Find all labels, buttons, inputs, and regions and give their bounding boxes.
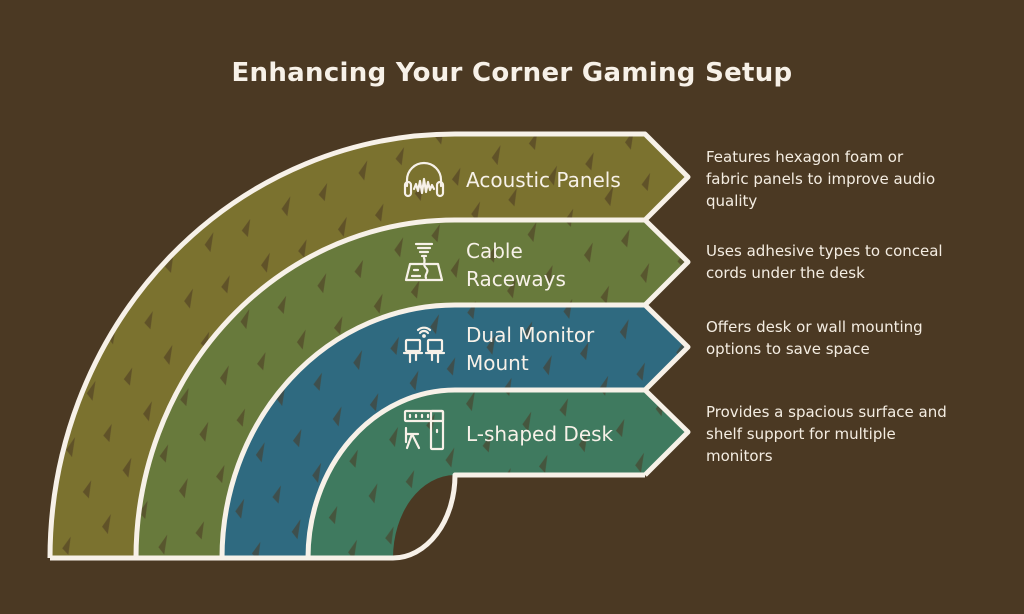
label-l-shaped-desk: L-shaped Desk	[466, 422, 614, 446]
band-outlines	[47, 131, 691, 561]
headphones-sound-icon	[403, 161, 445, 198]
description-cable-raceways: Uses adhesive types to conceal cords und…	[706, 242, 943, 282]
band-dual-monitor-mount	[222, 305, 688, 558]
cable-raceway-icon	[404, 242, 444, 282]
description-l-shaped-desk: Provides a spacious surface and shelf su…	[706, 403, 947, 465]
label-dual-monitor-mount-text: Dual Monitor Mount	[466, 323, 595, 375]
label-acoustic-panels: Acoustic Panels	[466, 168, 621, 192]
description-acoustic-panels: Features hexagon foam or fabric panels t…	[706, 148, 936, 210]
l-shaped-desk-icon	[403, 409, 445, 451]
diagram-title: Enhancing Your Corner Gaming Setup	[231, 58, 793, 88]
description-dual-monitor-mount: Offers desk or wall mounting options to …	[706, 318, 923, 358]
label-cable-raceways-text: Cable Raceways	[466, 239, 566, 291]
label-cable-raceways: Cable Raceways	[466, 237, 616, 293]
label-dual-monitor-mount: Dual Monitor Mount	[466, 321, 626, 377]
band-acoustic-panels	[50, 134, 688, 558]
dual-monitor-icon	[402, 326, 446, 364]
